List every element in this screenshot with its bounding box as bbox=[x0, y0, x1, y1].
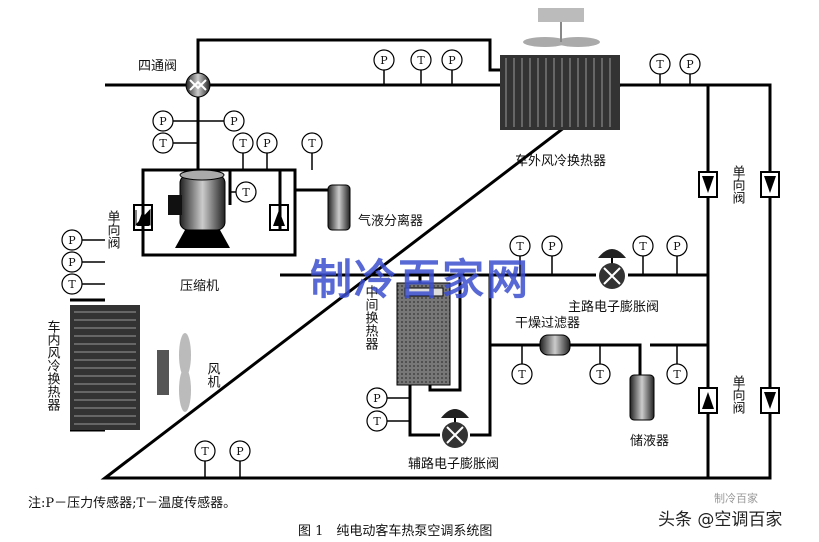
label-aux-eev: 辅路电子膨胀阀 bbox=[408, 456, 499, 472]
sensor-pressure: P bbox=[366, 387, 410, 409]
label-separator: 气液分离器 bbox=[358, 213, 423, 229]
sensor-label: T bbox=[417, 54, 425, 67]
sensor-temperature: T bbox=[649, 53, 671, 85]
sensor-temperature: T bbox=[152, 132, 198, 154]
aux-expansion-valve bbox=[441, 409, 469, 448]
label-intermediate-hx: 中间换热器 bbox=[363, 285, 379, 351]
sensor-temperature: T bbox=[232, 132, 254, 170]
indoor-fan-icon bbox=[157, 333, 191, 412]
sensor-pressure: P bbox=[441, 49, 463, 85]
sensor-temperature: T bbox=[61, 273, 105, 295]
sensor-label: P bbox=[68, 234, 76, 247]
sensor-label: P bbox=[686, 58, 694, 71]
sensor-label: T bbox=[308, 137, 316, 150]
watermark-corner: 头条 @空调百家 bbox=[658, 510, 783, 530]
label-check-right-bottom: 单向阀 bbox=[730, 375, 746, 414]
sensor-label: P bbox=[263, 137, 271, 150]
check-valves bbox=[133, 171, 780, 414]
figure-caption: 图 1 纯电动客车热泵空调系统图 bbox=[298, 524, 493, 539]
sensor-pressure: P bbox=[229, 440, 251, 478]
main-expansion-valve bbox=[598, 249, 626, 289]
sensor-temperature: T bbox=[366, 410, 410, 432]
sensor-pressure: P bbox=[61, 229, 105, 251]
sensor-temperature: T bbox=[666, 345, 688, 385]
sensor-label: T bbox=[159, 137, 167, 150]
sensor-pressure: P bbox=[198, 110, 245, 132]
outdoor-heat-exchanger bbox=[500, 55, 620, 130]
sensor-pressure: P bbox=[152, 110, 198, 132]
sensor-pressure: P bbox=[373, 49, 395, 85]
sensor-temperature: T bbox=[410, 49, 432, 85]
sensor-pressure: P bbox=[666, 235, 688, 275]
sensor-label: T bbox=[201, 445, 209, 458]
sensor-label: P bbox=[448, 54, 456, 67]
drier-filter bbox=[539, 334, 571, 356]
sensor-label: T bbox=[516, 240, 524, 253]
sensor-label: P bbox=[373, 392, 381, 405]
sensor-label: P bbox=[159, 115, 167, 128]
sensor-label: T bbox=[656, 58, 664, 71]
sensor-pressure: P bbox=[679, 53, 701, 85]
label-main-eev: 主路电子膨胀阀 bbox=[568, 299, 659, 315]
sensor-label: T bbox=[596, 368, 604, 381]
sensor-label: P bbox=[673, 240, 681, 253]
outdoor-fan-icon bbox=[523, 8, 600, 47]
sensor-label: T bbox=[239, 137, 247, 150]
legend-note: 注:P－压力传感器;T－温度传感器。 bbox=[28, 496, 237, 511]
sensor-temperature: T bbox=[511, 345, 533, 385]
receiver bbox=[629, 374, 655, 421]
sensor-temperature: T bbox=[194, 440, 216, 478]
label-fan: 风机 bbox=[205, 362, 221, 389]
sensor-temperature: T bbox=[632, 235, 654, 275]
label-four-way-valve: 四通阀 bbox=[138, 59, 177, 74]
sensor-label: P bbox=[236, 445, 244, 458]
label-check-right-top: 单向阀 bbox=[730, 165, 746, 204]
label-drier: 干燥过滤器 bbox=[515, 316, 580, 331]
label-outdoor-hx: 车外风冷换热器 bbox=[515, 153, 606, 169]
sensor-label: P bbox=[548, 240, 556, 253]
sensor-label: T bbox=[639, 240, 647, 253]
label-indoor-hx: 车内风冷换热器 bbox=[45, 319, 61, 412]
sensor-temperature: T bbox=[230, 181, 257, 203]
sensor-temperature: T bbox=[509, 235, 531, 275]
gas-liquid-separator bbox=[327, 184, 351, 231]
watermark-small: 制冷百家 bbox=[714, 492, 758, 505]
sensor-label: T bbox=[68, 278, 76, 291]
label-compressor: 压缩机 bbox=[180, 278, 219, 294]
sensor-label: T bbox=[242, 186, 250, 199]
sensor-label: T bbox=[673, 368, 681, 381]
intermediate-heat-exchanger bbox=[396, 282, 451, 386]
sensor-temperature: T bbox=[301, 132, 323, 170]
sensor-label: T bbox=[373, 415, 381, 428]
sensor-label: P bbox=[380, 54, 388, 67]
label-check-left: 单向阀 bbox=[105, 210, 121, 249]
sensor-pressure: P bbox=[61, 251, 105, 273]
sensor-label: T bbox=[518, 368, 526, 381]
watermark-center: 制冷百家网 bbox=[310, 255, 531, 304]
four-way-valve bbox=[185, 72, 211, 98]
sensor-temperature: T bbox=[589, 345, 611, 385]
label-receiver: 储液器 bbox=[630, 434, 669, 449]
sensor-label: P bbox=[68, 256, 76, 269]
sensor-pressure: P bbox=[256, 132, 278, 170]
compressor bbox=[168, 169, 230, 248]
sensor-label: P bbox=[230, 115, 238, 128]
indoor-heat-exchanger bbox=[70, 305, 140, 430]
sensor-pressure: P bbox=[541, 235, 563, 275]
